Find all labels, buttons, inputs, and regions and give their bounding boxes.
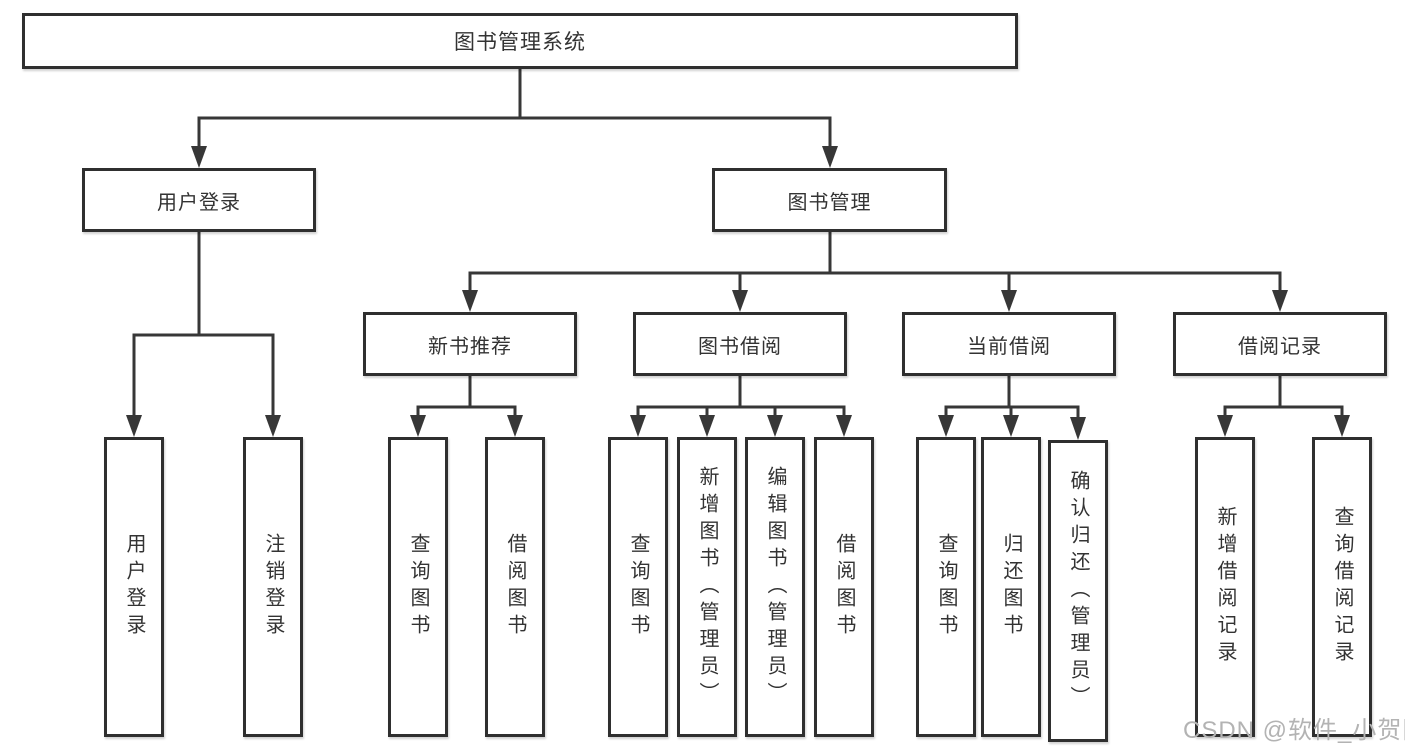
arrow-to-book-management [822,116,838,168]
leaf-user-login-label: 用户登录 [123,533,145,641]
arrow-to-borrow-records [1272,271,1288,312]
leaf-logout-label: 注销登录 [262,533,284,641]
arrow-to-leaf-borrow-books-2 [836,405,852,437]
node-current-borrow-label: 当前借阅 [967,335,1051,358]
leaf-add-book-admin-label: 新增图书（管理员） [696,465,718,709]
arrow-to-leaf-borrow-books-1 [507,405,523,437]
leaf-return-book-label: 归还图书 [1000,533,1022,641]
leaf-add-borrow-record: 新增借阅记录 [1195,437,1255,737]
arrow-to-user-login [191,116,207,168]
node-book-management-label: 图书管理 [787,191,872,214]
leaf-query-borrow-record: 查询借阅记录 [1312,437,1372,737]
leaf-confirm-return-admin: 确认归还（管理员） [1048,440,1108,742]
node-root-label: 图书管理系统 [454,31,586,54]
arrow-to-leaf-logout [265,333,281,437]
arrow-to-leaf-user-login [126,333,142,437]
node-book-borrow-label: 图书借阅 [698,335,782,358]
node-book-management: 图书管理 [712,168,947,232]
leaf-confirm-return-admin-label: 确认归还（管理员） [1067,469,1089,713]
leaf-borrow-books-1: 借阅图书 [485,437,545,737]
leaf-query-books-1-label: 查询图书 [407,533,429,641]
arrow-to-leaf-query-books-3 [938,405,954,437]
node-user-login-label: 用户登录 [157,191,241,214]
leaf-query-books-2: 查询图书 [608,437,668,737]
arrow-to-leaf-edit-book [767,405,783,437]
arrow-to-new-book-recommend [462,271,478,312]
leaf-query-books-2-label: 查询图书 [627,533,649,641]
node-new-book-recommend: 新书推荐 [363,312,577,376]
leaf-borrow-books-2: 借阅图书 [814,437,874,737]
leaf-query-borrow-record-label: 查询借阅记录 [1331,506,1353,668]
node-borrow-records: 借阅记录 [1173,312,1387,376]
leaf-logout: 注销登录 [243,437,303,737]
leaf-edit-book-admin: 编辑图书（管理员） [745,437,805,737]
leaf-query-books-1: 查询图书 [388,437,448,737]
arrow-to-book-borrow [732,271,748,312]
leaf-edit-book-admin-label: 编辑图书（管理员） [764,465,786,709]
leaf-borrow-books-1-label: 借阅图书 [504,533,526,641]
leaf-user-login: 用户登录 [104,437,164,737]
watermark: CSDN @软件_小贺同学 [1183,717,1405,744]
leaf-add-borrow-record-label: 新增借阅记录 [1214,506,1236,668]
leaf-query-books-3: 查询图书 [916,437,976,737]
arrow-to-leaf-query-borrow-record [1334,405,1350,437]
leaf-return-book: 归还图书 [981,437,1041,737]
arrow-to-current-borrow [1001,271,1017,312]
leaf-query-books-3-label: 查询图书 [935,533,957,641]
node-user-login: 用户登录 [82,168,316,232]
arrow-to-leaf-return-book [1003,405,1019,437]
arrow-to-leaf-query-books-2 [630,405,646,437]
arrow-to-leaf-query-books-1 [410,405,426,437]
node-root: 图书管理系统 [22,13,1018,69]
arrow-to-leaf-add-borrow-record [1217,405,1233,437]
node-new-book-recommend-label: 新书推荐 [428,335,512,358]
leaf-borrow-books-2-label: 借阅图书 [833,533,855,641]
connector-backbones [132,67,1344,409]
node-borrow-records-label: 借阅记录 [1238,335,1322,358]
arrow-to-leaf-confirm-return [1070,405,1086,440]
node-current-borrow: 当前借阅 [902,312,1116,376]
arrow-to-leaf-add-book [699,405,715,437]
leaf-add-book-admin: 新增图书（管理员） [677,437,737,737]
node-book-borrow: 图书借阅 [633,312,847,376]
